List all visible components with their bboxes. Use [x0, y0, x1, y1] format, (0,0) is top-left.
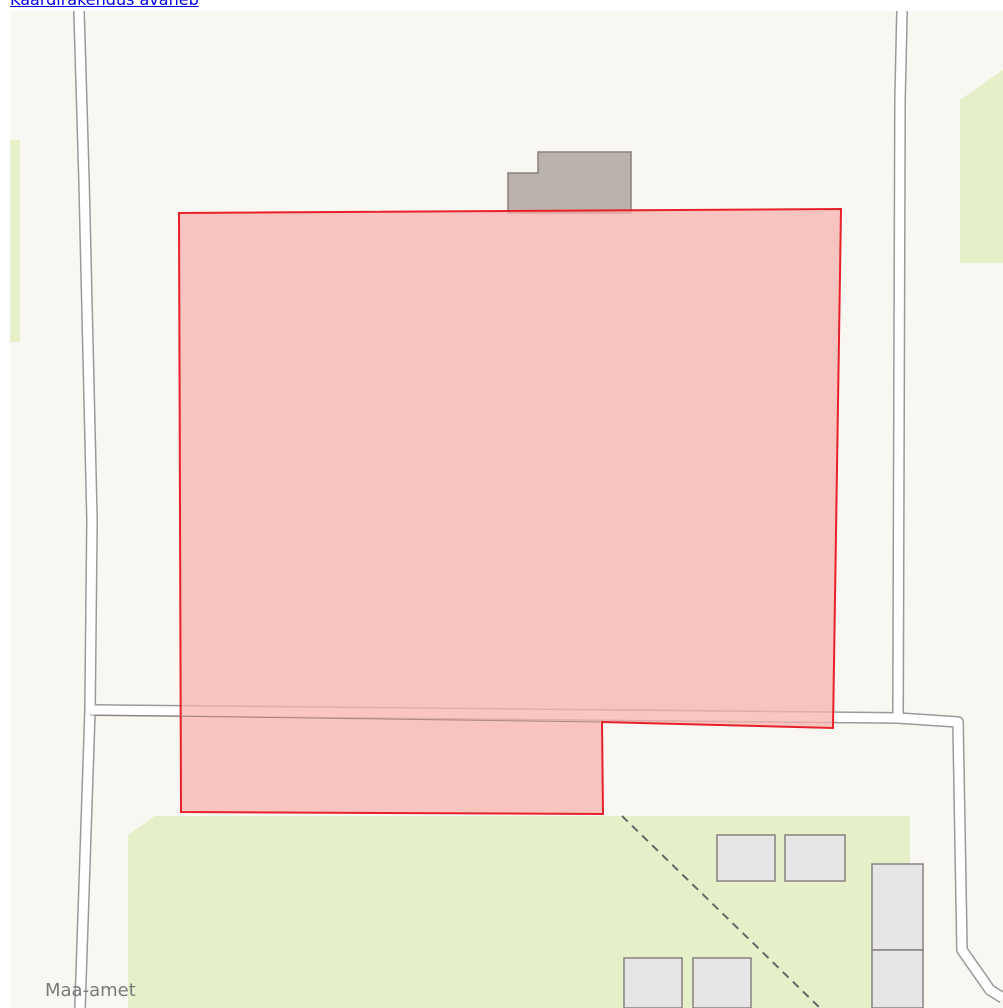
outbuilding[interactable]	[716, 834, 776, 882]
map-view[interactable]: Maa-amet	[10, 11, 1003, 1008]
vegetation-area-right	[960, 70, 1003, 263]
vegetation-area-left	[10, 140, 20, 342]
map-attribution: Maa-amet	[45, 980, 136, 1001]
selected-parcel[interactable]	[177, 207, 843, 816]
outbuilding[interactable]	[692, 957, 752, 1008]
road-edge-through-parcel	[89, 714, 601, 723]
outbuilding[interactable]	[784, 834, 846, 882]
main-building[interactable]	[507, 151, 632, 214]
map-app-link[interactable]: Kaardirakendus avaneb	[10, 0, 199, 9]
map-canvas	[10, 11, 1003, 1008]
outbuilding[interactable]	[871, 863, 924, 951]
outbuildings	[623, 834, 924, 1008]
footpath	[621, 815, 821, 1008]
outbuilding[interactable]	[623, 957, 683, 1008]
outbuilding[interactable]	[871, 949, 924, 1008]
